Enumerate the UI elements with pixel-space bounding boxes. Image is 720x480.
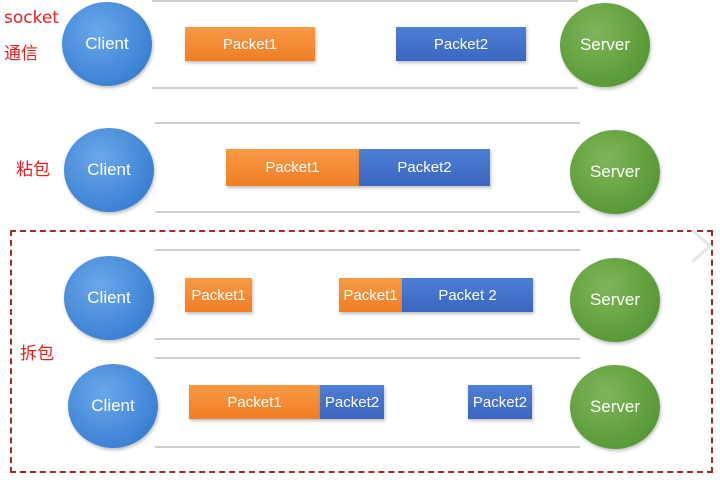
packet-1: Packet1 (189, 385, 320, 419)
packet-1: Packet1 (226, 149, 359, 186)
split-region-box (10, 230, 713, 473)
packet-1-part: Packet1 (185, 278, 252, 312)
label-socket: socket (4, 8, 59, 28)
channel-line (155, 249, 580, 251)
label-socket-comm: 通信 (4, 44, 38, 64)
channel-line (152, 87, 578, 89)
channel-line (152, 0, 578, 2)
label-split: 拆包 (20, 344, 54, 364)
client-node: Client (68, 364, 158, 448)
packet-2: Packet2 (396, 27, 526, 61)
server-node: Server (560, 3, 650, 87)
label-sticky: 粘包 (16, 160, 50, 180)
packet-2: Packet2 (359, 149, 490, 186)
packet-2: Packet 2 (402, 278, 533, 312)
server-node: Server (570, 365, 660, 449)
channel-line (155, 211, 580, 213)
channel-line (155, 338, 580, 340)
packet-1-part: Packet1 (339, 278, 402, 312)
channel-line (155, 122, 580, 124)
server-node: Server (570, 130, 660, 214)
packet-1: Packet1 (185, 27, 315, 61)
chevron-right-icon (691, 228, 713, 264)
client-node: Client (64, 256, 154, 340)
channel-line (155, 357, 580, 359)
client-node: Client (62, 2, 152, 86)
channel-line (155, 446, 580, 448)
client-node: Client (64, 128, 154, 212)
packet-2-part: Packet2 (468, 385, 532, 419)
server-node: Server (570, 258, 660, 342)
packet-2-part: Packet2 (320, 385, 384, 419)
